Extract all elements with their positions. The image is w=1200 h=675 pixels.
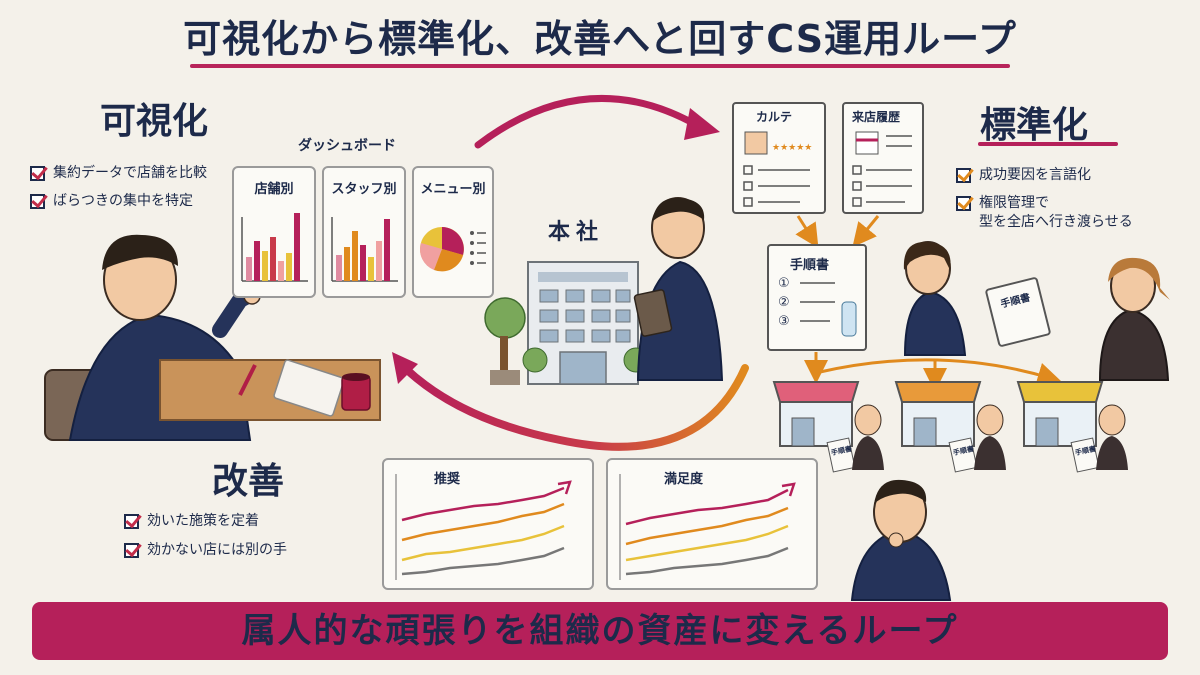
hq-building-illustration — [484, 261, 649, 385]
store-illustration-3 — [1016, 381, 1128, 473]
standardize-check-item: 成功要因を言語化 — [956, 166, 1133, 185]
check-label: 効いた施策を定着 — [147, 513, 259, 529]
manual-label: 手順書 — [790, 258, 830, 273]
checkbox-icon — [30, 166, 45, 181]
loop-arrow-bottom-head — [392, 352, 418, 384]
dashboard-panel-menu: メニュー別 — [412, 166, 494, 298]
satisfaction-trend-lines — [619, 474, 796, 580]
loop-arrow-bottom — [401, 364, 749, 451]
manual-step: ② — [778, 295, 790, 310]
dashboard-panel-staff: スタッフ別 — [322, 166, 406, 298]
satisfaction-chart-card: 満足度 — [606, 458, 818, 590]
visit-history-label: 来店履歴 — [852, 110, 901, 124]
check-label: 成功要因を言語化 — [979, 167, 1091, 183]
checkbox-icon — [124, 543, 139, 558]
menu-pie-chart — [420, 227, 486, 272]
dashboard-label: ダッシュボード — [298, 138, 396, 154]
store-bar-chart — [241, 213, 308, 282]
recommendation-trend-lines — [395, 474, 572, 580]
visit-history-document — [842, 102, 924, 214]
checkbox-icon — [956, 168, 971, 183]
store-illustration-2 — [894, 381, 1006, 473]
visualize-check-item: 集約データで店舗を比較 — [30, 164, 207, 183]
checkbox-icon — [956, 196, 971, 211]
store-illustration-1 — [772, 381, 884, 473]
bottom-banner: 属人的な頑張りを組織の資産に変えるループ — [32, 602, 1168, 660]
staff-bar-chart — [331, 217, 398, 282]
svg-text:★★★★★: ★★★★★ — [772, 143, 812, 153]
manual-steps: ① ② ③ — [778, 274, 790, 331]
manual-step: ① — [778, 276, 790, 291]
standardize-checklist: 成功要因を言語化 権限管理で 型を全店へ行き渡らせる — [956, 166, 1133, 232]
standardize-check-item: 権限管理で 型を全店へ行き渡らせる — [956, 194, 1133, 232]
visualize-checklist: 集約データで店舗を比較 ばらつきの集中を特定 — [30, 164, 207, 211]
title-underline — [190, 64, 1010, 68]
chart-title: 満足度 — [664, 472, 704, 487]
panel-title: スタッフ別 — [331, 182, 397, 197]
dashboard-panel-store: 店舗別 — [232, 166, 316, 298]
loop-arrow-top — [474, 94, 709, 149]
karte-document: ★★★★★ — [732, 102, 826, 214]
improve-checklist: 効いた施策を定着 効かない店には別の手 — [124, 512, 287, 560]
improve-check-item: 効いた施策を定着 — [124, 512, 287, 531]
thinking-person-illustration — [850, 479, 952, 601]
panel-title: メニュー別 — [420, 182, 486, 197]
manager-illustration — [633, 197, 724, 381]
desk-illustration — [159, 359, 381, 421]
visualize-check-item: ばらつきの集中を特定 — [30, 192, 207, 211]
panel-title: 店舗別 — [254, 182, 294, 197]
standardize-underline — [978, 142, 1118, 146]
check-label: 集約データで店舗を比較 — [53, 165, 207, 181]
improve-heading: 改善 — [212, 461, 285, 502]
check-label: 権限管理で 型を全店へ行き渡らせる — [979, 195, 1133, 230]
handoff-illustration — [903, 241, 1170, 381]
check-label: 効かない店には別の手 — [147, 542, 287, 558]
improve-check-item: 効かない店には別の手 — [124, 541, 287, 560]
visualize-heading: 可視化 — [100, 101, 209, 142]
checkbox-icon — [124, 514, 139, 529]
chart-title: 推奨 — [434, 472, 461, 487]
check-label: ばらつきの集中を特定 — [53, 193, 193, 209]
karte-label: カルテ — [756, 110, 793, 124]
loop-arrow-top-head — [684, 108, 720, 140]
recommendation-chart-card: 推奨 — [382, 458, 594, 590]
manual-step: ③ — [778, 314, 790, 329]
page-title: 可視化から標準化、改善へと回すCS運用ループ — [183, 17, 1017, 61]
standardize-heading: 標準化 — [980, 105, 1089, 146]
checkbox-icon — [30, 194, 45, 209]
manual-document — [767, 244, 867, 351]
hq-label: 本社 — [548, 220, 605, 245]
